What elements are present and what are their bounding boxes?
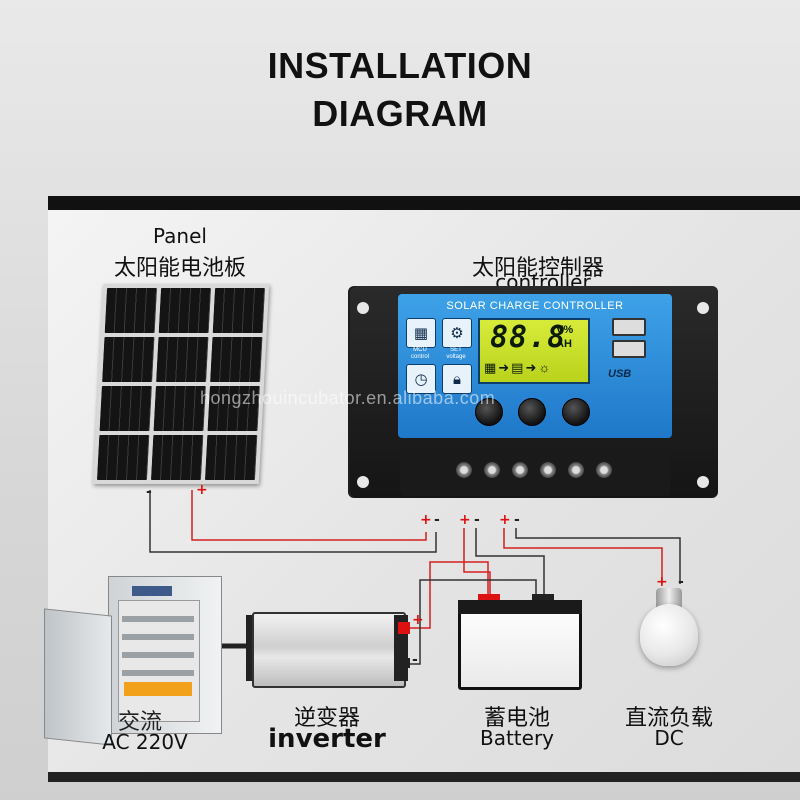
- controller-label-cn: 太阳能控制器: [471, 256, 604, 281]
- diagram-title: INSTALLATION DIAGRAM: [0, 42, 800, 138]
- mount-hole-icon: [697, 476, 709, 488]
- incubator-tray: [122, 616, 194, 622]
- dc-positive-sign: +: [656, 574, 668, 590]
- lock-icon: 🔒︎: [442, 364, 472, 394]
- terminal-icon: [596, 462, 612, 478]
- inverter-label-cn: 逆变器: [293, 706, 360, 731]
- watermark: hongzhouincubator.en.alibaba.com: [200, 388, 496, 408]
- panel-negative-sign: -: [146, 484, 152, 500]
- battery-label-cn: 蓄电池: [483, 706, 550, 731]
- term-panel-negative-sign: -: [434, 512, 440, 528]
- panel-positive-sign: +: [196, 482, 208, 498]
- control-button-1[interactable]: [475, 398, 503, 426]
- mcu-icon-label: MCU control: [410, 347, 429, 360]
- terminal-icon: [456, 462, 472, 478]
- dc-negative-sign: -: [678, 574, 684, 590]
- ac-label-en: AC 220V: [102, 730, 188, 754]
- battery-positive-terminal: [478, 594, 500, 602]
- battery-lid: [458, 600, 582, 614]
- inverter-image: [252, 612, 406, 688]
- lcd-digits: 88.8: [490, 320, 567, 355]
- wire-panel-negative: [149, 490, 437, 553]
- inverter-negative-terminal: [400, 658, 410, 668]
- mount-hole-icon: [357, 476, 369, 488]
- lcd-unit-top: V%: [556, 324, 574, 336]
- inverter-label-en: inverter: [268, 724, 386, 754]
- incubator-tray: [122, 634, 194, 640]
- battery-label-en: Battery: [479, 726, 555, 750]
- usb-port-icon: [612, 318, 646, 336]
- panel-label-en: Panel: [153, 224, 207, 248]
- title-line-2: DIAGRAM: [312, 93, 488, 134]
- wire-battery-negative: [475, 528, 545, 594]
- incubator-control-panel: [132, 586, 172, 596]
- frame-top-bar: [48, 196, 800, 210]
- wire-panel-positive: [191, 490, 427, 541]
- lcd-unit-bottom: AH: [556, 338, 572, 350]
- dc-label-en: DC: [654, 726, 684, 750]
- term-load-positive-sign: +: [499, 512, 511, 528]
- incubator-tray: [122, 670, 194, 676]
- wire-inverter-negative: [408, 579, 537, 665]
- lcd-display: [478, 318, 590, 384]
- usb-port-icon: [612, 340, 646, 358]
- control-button-3[interactable]: [562, 398, 590, 426]
- term-panel-positive-sign: +: [420, 512, 432, 528]
- mcu-icon: ▦: [406, 318, 436, 348]
- control-button-2[interactable]: [518, 398, 546, 426]
- inverter-positive-terminal: [398, 622, 410, 634]
- ac-label-cn: 交流: [117, 710, 162, 735]
- mount-hole-icon: [357, 302, 369, 314]
- terminal-icon: [512, 462, 528, 478]
- terminal-icon: [540, 462, 556, 478]
- set-icon-label: SET voltage: [446, 347, 466, 360]
- term-battery-negative-sign: -: [474, 512, 480, 528]
- gear-icon: ⚙: [442, 318, 472, 348]
- usb-label: USB: [608, 368, 632, 380]
- dc-label-cn: 直流负载: [624, 706, 713, 731]
- solar-panel-image: [92, 284, 270, 484]
- title-line-1: INSTALLATION: [267, 45, 533, 86]
- wire-battery-positive: [463, 528, 491, 594]
- wire-dc-positive: [503, 528, 663, 584]
- term-battery-positive-sign: +: [459, 512, 471, 528]
- wire-dc-negative: [515, 528, 681, 584]
- egg-tray: [124, 682, 192, 696]
- terminal-strip: [400, 444, 670, 496]
- light-bulb-icon: [640, 604, 698, 666]
- clock-icon: ◷: [406, 364, 436, 394]
- controller-face-title: SOLAR CHARGE CONTROLLER: [446, 300, 624, 312]
- inverter-positive-sign: +: [412, 612, 424, 628]
- terminal-icon: [568, 462, 584, 478]
- panel-label-cn: 太阳能电池板: [113, 256, 246, 281]
- inverter-negative-sign: -: [412, 652, 418, 668]
- wire-inverter-positive: [408, 561, 489, 629]
- lcd-status-icons: ▦➜▤➜☼: [484, 360, 553, 375]
- battery-negative-terminal: [532, 594, 554, 602]
- mount-hole-icon: [697, 302, 709, 314]
- frame-bottom-bar: [48, 772, 800, 782]
- terminal-icon: [484, 462, 500, 478]
- term-load-negative-sign: -: [514, 512, 520, 528]
- incubator-tray: [122, 652, 194, 658]
